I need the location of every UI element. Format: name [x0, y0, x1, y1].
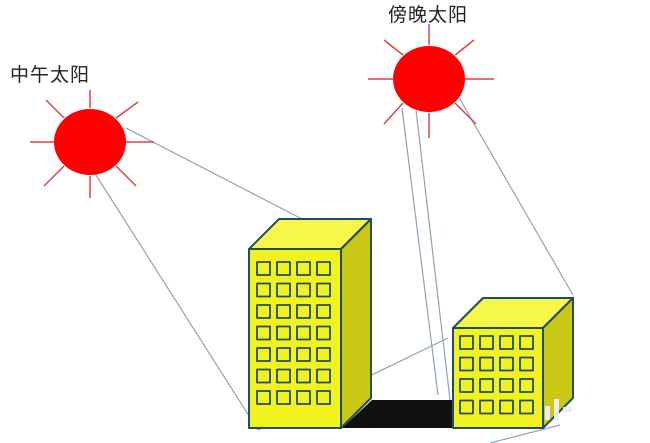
- window: [519, 335, 534, 350]
- evening-shadow: [342, 400, 453, 428]
- window: [276, 261, 291, 276]
- window: [276, 282, 291, 298]
- window: [459, 335, 474, 350]
- window: [519, 356, 534, 372]
- window: [459, 378, 474, 393]
- window: [316, 261, 331, 276]
- evening-sun: [368, 24, 494, 138]
- window: [499, 356, 514, 372]
- evening-sun-label: 傍晚太阳: [388, 4, 469, 26]
- window: [256, 282, 271, 298]
- window: [256, 368, 271, 384]
- window: [316, 282, 331, 298]
- noon-light-line-to-ground: [93, 171, 259, 431]
- window: [316, 347, 331, 362]
- window: [296, 390, 311, 405]
- window: [276, 304, 291, 319]
- window: [499, 335, 514, 350]
- window: [479, 335, 494, 350]
- noon-light-line-to-roof: [125, 127, 303, 220]
- tall-building-side: [340, 218, 372, 429]
- evening-light-line-right: [457, 95, 574, 296]
- window: [256, 304, 271, 319]
- window: [499, 399, 514, 415]
- window: [276, 347, 291, 362]
- window: [276, 368, 291, 384]
- window: [316, 368, 331, 384]
- window: [256, 325, 271, 341]
- window: [296, 304, 311, 319]
- window: [459, 356, 474, 372]
- window: [316, 390, 331, 405]
- window: [316, 304, 331, 319]
- window: [276, 325, 291, 341]
- window: [296, 282, 311, 298]
- window: [519, 399, 534, 415]
- tall-building: [248, 218, 372, 429]
- window: [296, 325, 311, 341]
- window: [316, 325, 331, 341]
- window: [519, 378, 534, 393]
- evening-sun-disc: [393, 46, 465, 112]
- window: [479, 356, 494, 372]
- short-building-windows: [459, 335, 534, 415]
- window: [296, 368, 311, 384]
- corner-mark: [545, 399, 572, 421]
- noon-sun-rays: [30, 90, 154, 198]
- window: [296, 261, 311, 276]
- window: [296, 347, 311, 362]
- window: [479, 378, 494, 393]
- window: [479, 399, 494, 415]
- window: [256, 347, 271, 362]
- window: [256, 390, 271, 405]
- short-building: [452, 297, 574, 429]
- evening-light-line-left-upper: [401, 107, 439, 396]
- window: [459, 399, 474, 415]
- ground-line-right: [489, 424, 561, 443]
- noon-sun-label: 中午太阳: [10, 64, 91, 86]
- noon-sun-disc: [54, 109, 126, 175]
- tall-building-windows: [256, 261, 331, 405]
- noon-sun: [30, 90, 154, 198]
- evening-sun-rays: [368, 24, 494, 138]
- window: [276, 390, 291, 405]
- window: [499, 378, 514, 393]
- window: [256, 261, 271, 276]
- evening-light-line-left-lower: [415, 109, 451, 401]
